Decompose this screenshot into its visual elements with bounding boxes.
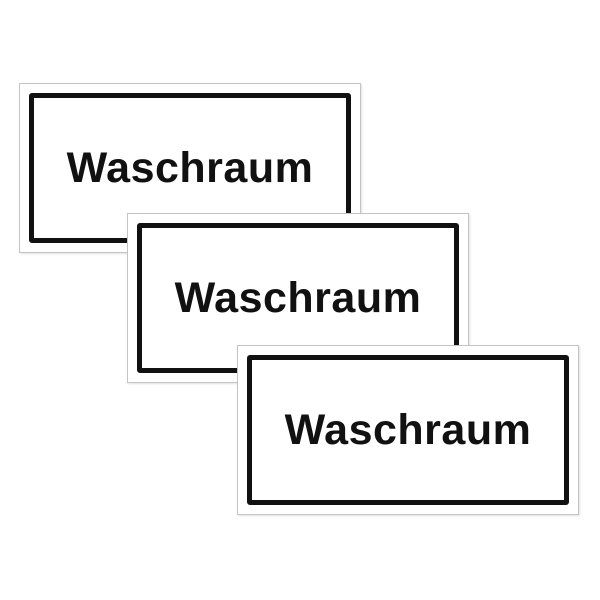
sign-front: Waschraum	[237, 345, 579, 515]
sign-label: Waschraum	[66, 143, 314, 192]
sign-label: Waschraum	[174, 273, 422, 322]
sign-border: Waschraum	[247, 355, 569, 505]
sign-label: Waschraum	[284, 405, 532, 454]
